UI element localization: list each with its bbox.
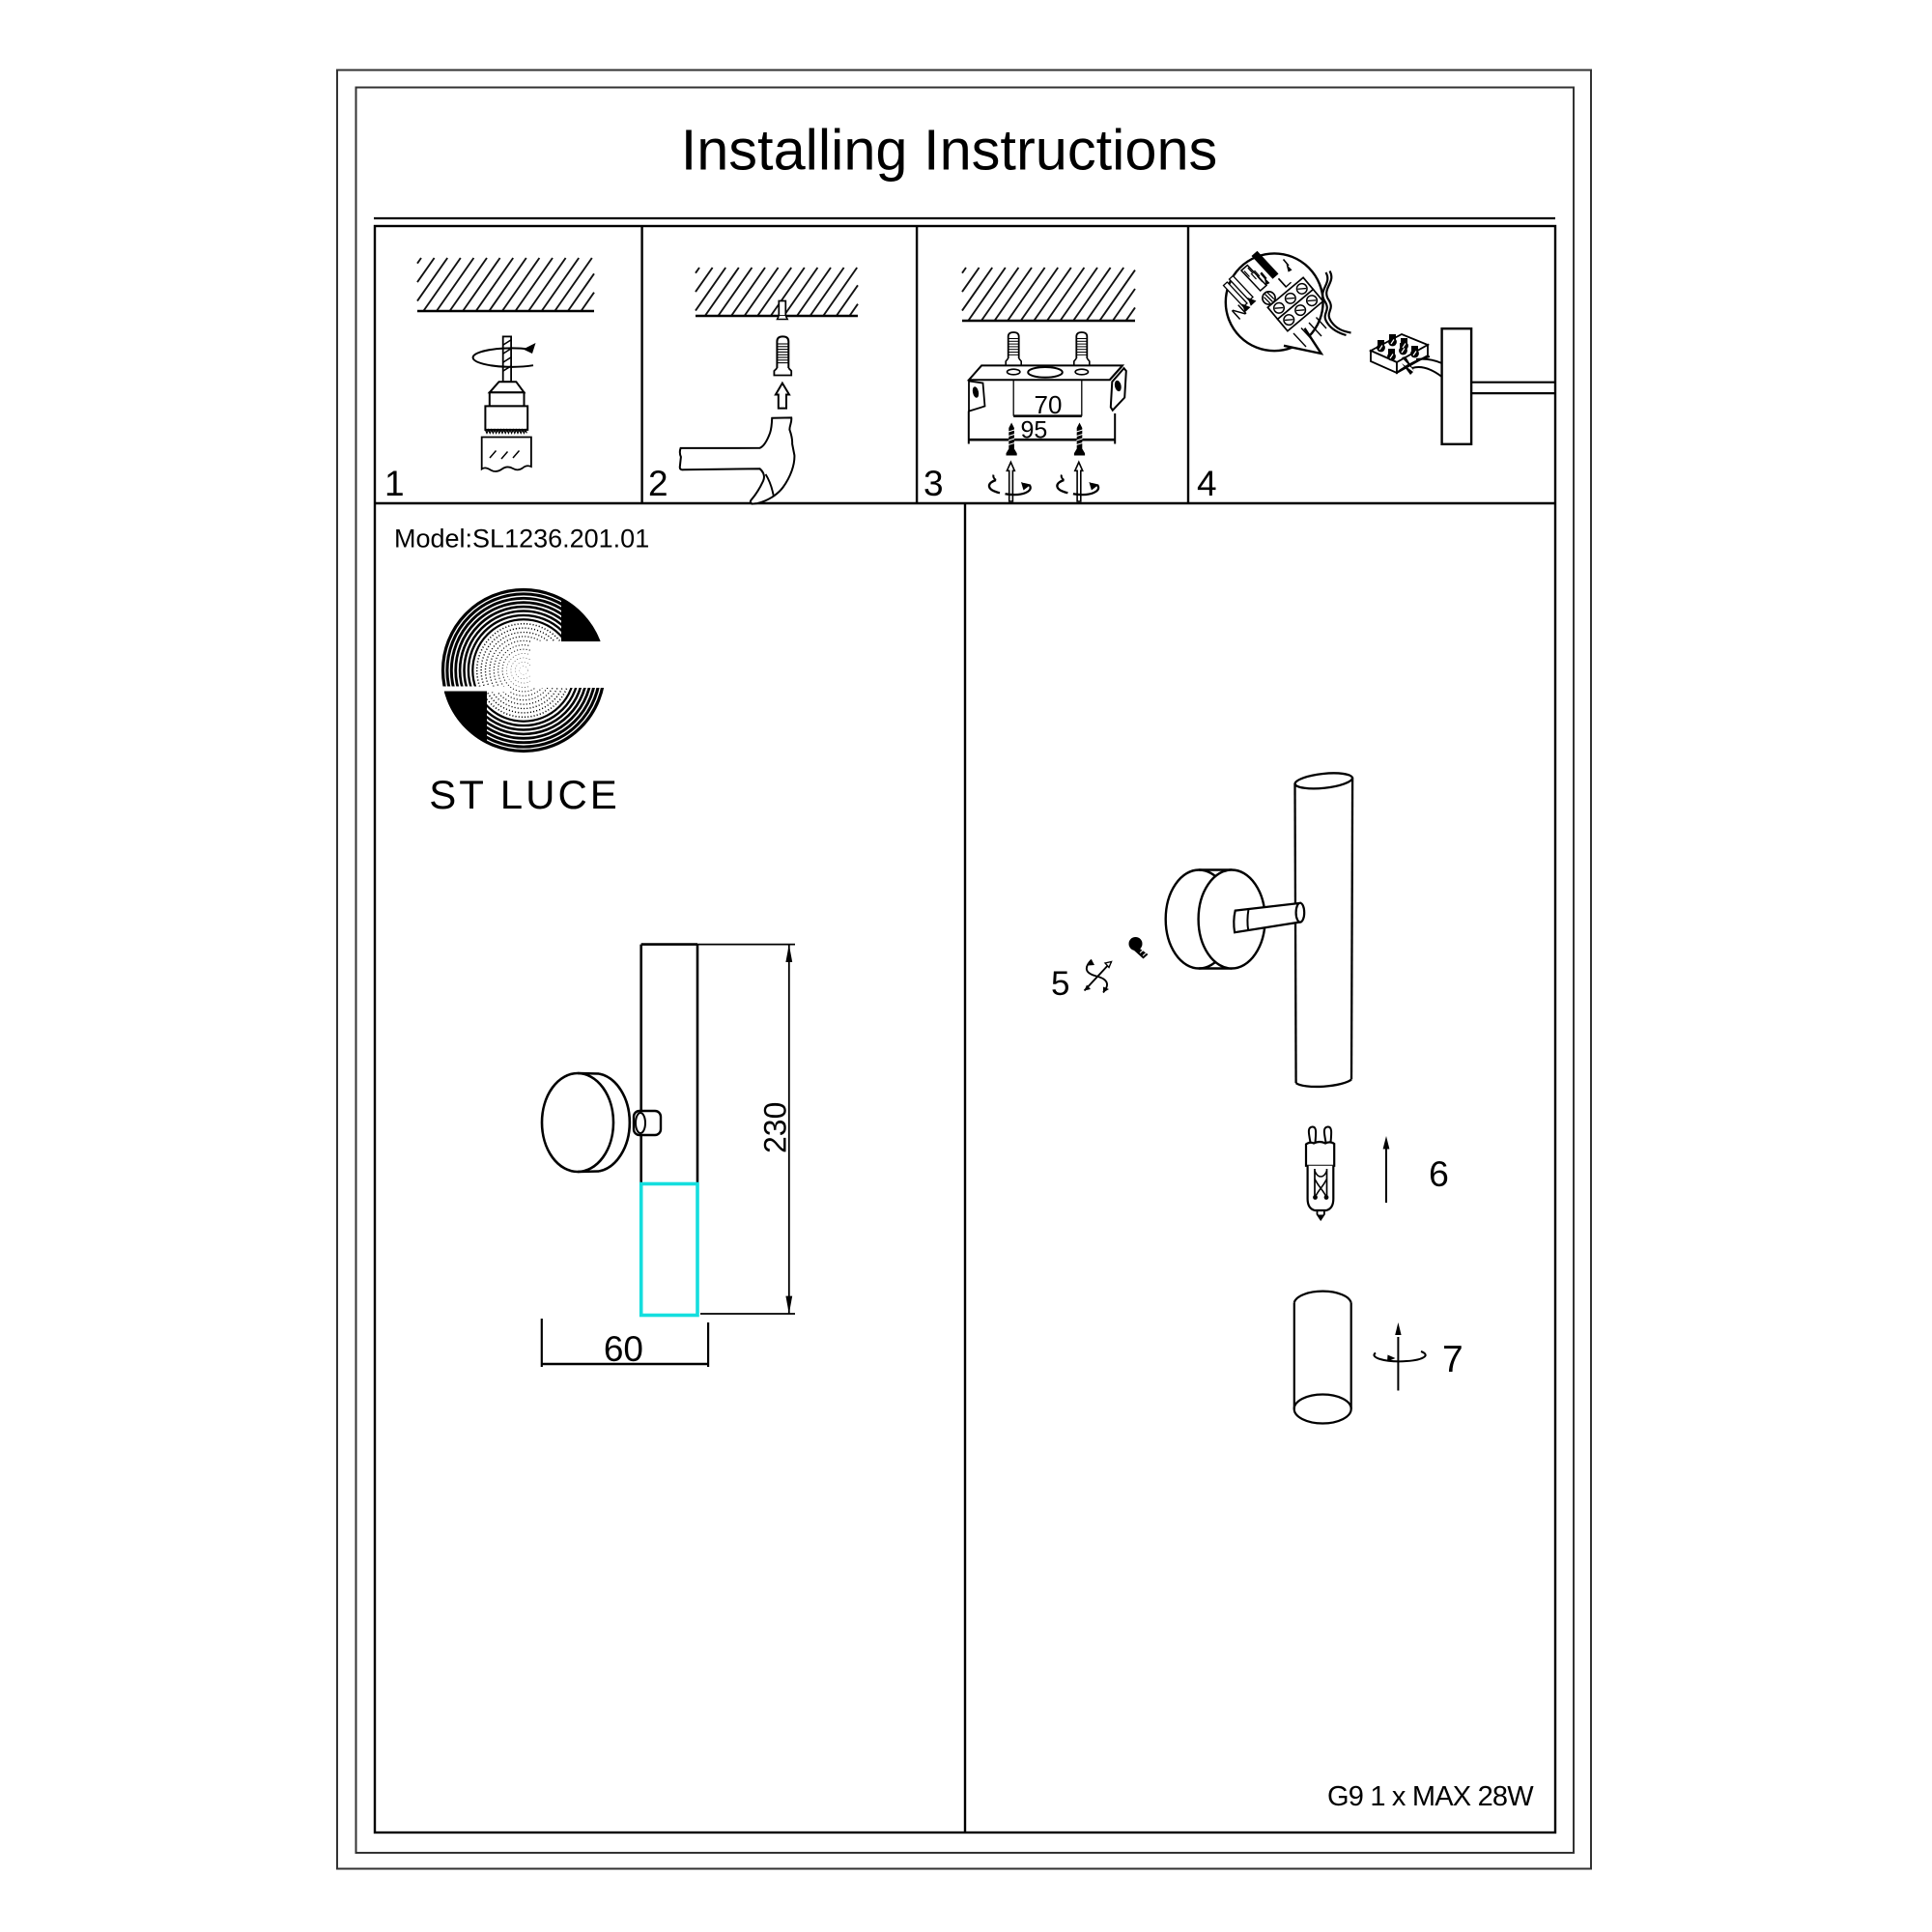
svg-text:G9 1 x MAX 28W: G9 1 x MAX 28W: [1327, 1781, 1534, 1812]
svg-text:ST LUCE: ST LUCE: [429, 772, 620, 817]
svg-text:2: 2: [648, 464, 668, 503]
svg-text:7: 7: [1442, 1339, 1463, 1380]
svg-text:Model:SL1236.201.01: Model:SL1236.201.01: [394, 525, 649, 554]
svg-text:95: 95: [1020, 417, 1047, 444]
svg-text:6: 6: [1429, 1153, 1449, 1194]
svg-text:Installing Instructions: Installing Instructions: [681, 118, 1218, 183]
svg-text:1: 1: [384, 464, 405, 503]
svg-text:5: 5: [1051, 965, 1069, 1003]
svg-text:3: 3: [923, 464, 944, 503]
svg-text:70: 70: [1035, 390, 1063, 419]
svg-text:230: 230: [758, 1102, 793, 1153]
svg-text:4: 4: [1197, 464, 1217, 503]
svg-text:60: 60: [604, 1329, 643, 1369]
